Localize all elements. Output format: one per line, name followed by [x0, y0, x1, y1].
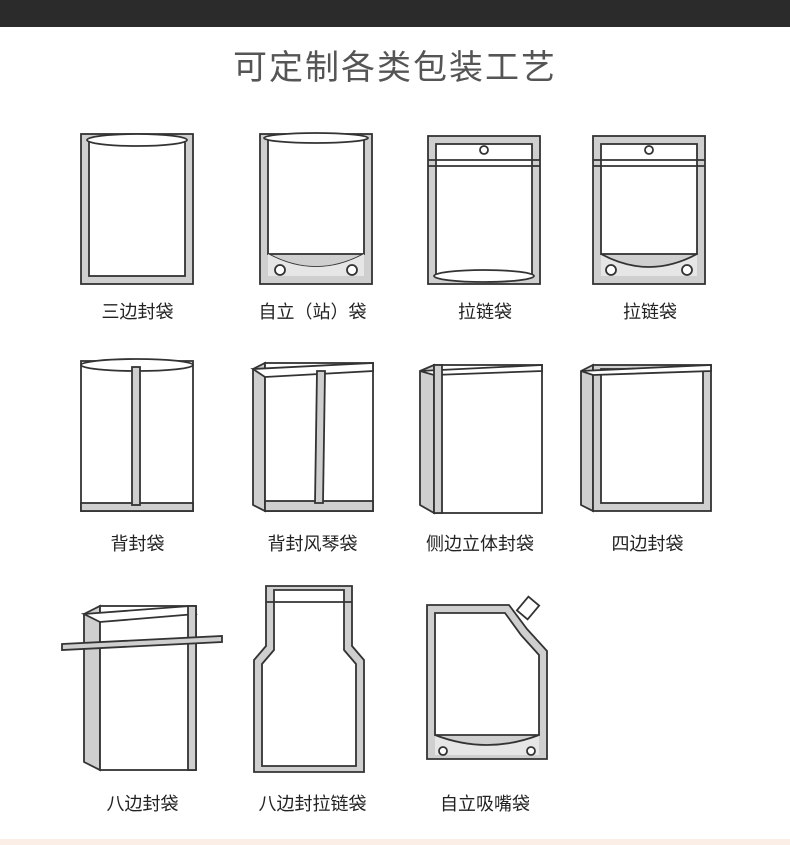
bag-back-seal-gusset: 背封风琴袋	[245, 355, 380, 555]
bag-label: 侧边立体封袋	[426, 534, 534, 555]
bag-label: 四边封袋	[611, 534, 684, 555]
four-side-seal-bag-icon	[580, 363, 712, 513]
bag-three-side-seal: 三边封袋	[75, 130, 200, 325]
bag-label: 八边封拉链袋	[258, 794, 367, 815]
bag-back-seal: 背封袋	[75, 355, 200, 555]
bag-label: 拉链袋	[623, 302, 677, 323]
side-gusset-bag-icon	[419, 363, 543, 515]
back-seal-bag-icon	[80, 358, 194, 512]
page-title: 可定制各类包装工艺	[233, 48, 557, 88]
bag-side-gusset: 侧边立体封袋	[410, 355, 550, 555]
bag-label: 八边封袋	[106, 794, 179, 815]
bag-label: 自立吸嘴袋	[440, 794, 530, 815]
bag-label: 拉链袋	[458, 302, 512, 323]
bag-zipper-2: 拉链袋	[585, 130, 715, 325]
eight-side-zipper-bag-icon	[253, 585, 365, 773]
bag-label: 背封风琴袋	[267, 534, 358, 555]
stand-up-bag-icon	[259, 132, 373, 285]
bag-spout-pouch: 自立吸嘴袋	[415, 595, 555, 820]
zipper-bag-icon	[427, 135, 541, 285]
spout-pouch-icon	[426, 595, 548, 760]
top-bar	[0, 0, 790, 27]
bag-label: 三边封袋	[101, 302, 174, 323]
bag-label: 背封袋	[110, 534, 165, 555]
bag-eight-side-seal: 八边封袋	[60, 600, 225, 820]
zipper-standup-bag-icon	[592, 135, 706, 285]
bag-four-side-seal: 四边封袋	[575, 355, 720, 555]
bag-stand-up: 自立（站）袋	[240, 130, 385, 325]
bottom-strip	[0, 839, 790, 845]
bag-zipper-1: 拉链袋	[420, 130, 550, 325]
bag-label: 自立（站）袋	[258, 302, 367, 323]
three-side-seal-bag-icon	[80, 133, 194, 285]
eight-side-seal-bag-icon	[61, 604, 223, 772]
bag-eight-side-zipper: 八边封拉链袋	[240, 580, 385, 820]
back-seal-gusset-bag-icon	[250, 361, 374, 513]
